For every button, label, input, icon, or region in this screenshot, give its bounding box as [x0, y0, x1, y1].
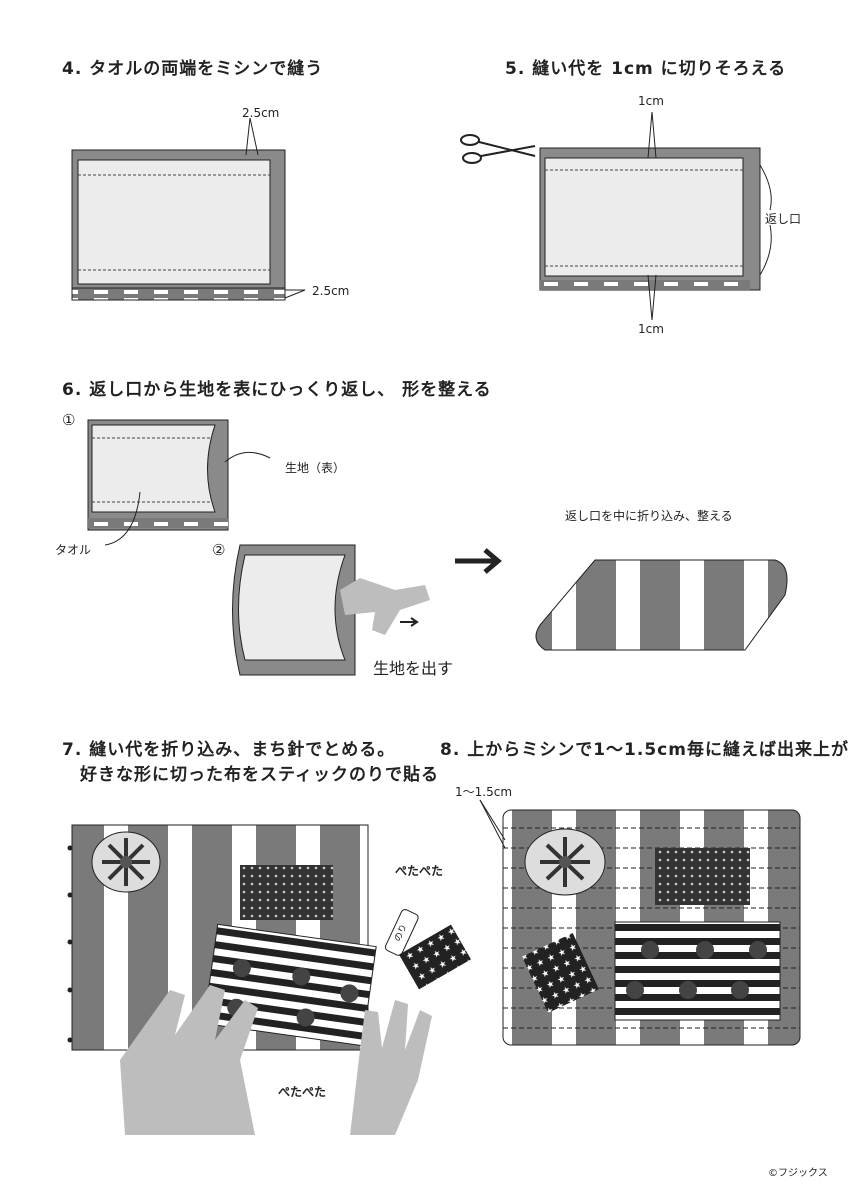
left-hand-icon — [120, 985, 258, 1135]
fold-label: 返し口を中に折り込み、整える — [565, 509, 733, 523]
step8-measure: 1〜1.5cm — [455, 785, 513, 799]
star-patch — [399, 924, 471, 990]
step7-title-line1: 7. 縫い代を折り込み、まち針でとめる。 — [62, 740, 396, 760]
step5-measure-bottom: 1cm — [638, 322, 664, 336]
step4-towel-illustration — [71, 117, 306, 301]
step8-title: 8. 上からミシンで1〜1.5cm毎に縫えば出来上がり — [440, 740, 849, 760]
finished-mat-illustration — [535, 559, 788, 651]
pat-label-2: ぺたぺた — [278, 1085, 327, 1099]
towel-label: タオル — [55, 543, 92, 557]
copyright: ©フジックス — [768, 1168, 828, 1179]
step6-pulling-illustration — [232, 544, 430, 676]
pat-label-1: ぺたぺた — [395, 864, 444, 878]
step8-illustration — [479, 799, 801, 1046]
step4-measure-top: 2.5cm — [242, 106, 280, 120]
step6-number-2: ② — [212, 541, 226, 559]
step4-title: 4. タオルの両端をミシンで縫う — [62, 59, 324, 79]
glue-stick-icon — [384, 909, 419, 956]
right-hand-icon — [350, 1000, 432, 1135]
step4-measure-bottom: 2.5cm — [312, 284, 350, 298]
step7-title-line2: 好きな形に切った布をスティックのりで貼る — [80, 765, 439, 785]
step6-title: 6. 返し口から生地を表にひっくり返し、 形を整える — [62, 380, 492, 400]
dotted-patch — [240, 865, 333, 920]
step5-measure-top: 1cm — [638, 94, 664, 108]
step5-towel-illustration — [539, 111, 772, 321]
big-arrow-icon — [455, 548, 502, 574]
scissors-icon — [460, 134, 536, 164]
step5-opening-label: 返し口 — [765, 212, 802, 226]
pull-fabric-label: 生地を出す — [373, 659, 454, 678]
fabric-label: 生地（表） — [285, 461, 346, 475]
step6-number-1: ① — [62, 411, 76, 429]
hand-icon — [340, 578, 430, 635]
step6-turning-illustration — [87, 419, 271, 546]
step5-title: 5. 縫い代を 1cm に切りそろえる — [505, 59, 787, 79]
step7-illustration — [67, 824, 471, 1135]
